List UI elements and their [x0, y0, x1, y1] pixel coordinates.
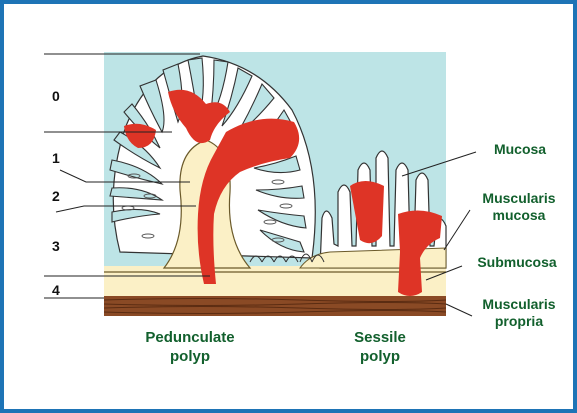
submucosa-text: Submucosa [477, 254, 556, 270]
muscularis-mucosa-line-2: mucosa [472, 207, 566, 224]
mucosa-text: Mucosa [494, 141, 546, 157]
mucosa-label: Mucosa [480, 141, 560, 158]
submucosa-label: Submucosa [462, 254, 572, 271]
sessile-caption-line-1: Sessile [340, 328, 420, 347]
level-2-label: 2 [52, 188, 60, 204]
level-0-label: 0 [52, 88, 60, 104]
muscularis-propria-line-1: Muscularis [472, 296, 566, 313]
muscularis-mucosa-line-1: Muscularis [472, 190, 566, 207]
sessile-caption: Sessile polyp [340, 328, 420, 366]
muscularis-propria-line-2: propria [472, 313, 566, 330]
muscularis-propria-label: Muscularis propria [472, 296, 566, 330]
muscularis-mucosa-label: Muscularis mucosa [472, 190, 566, 224]
pedunculate-caption-line-2: polyp [130, 347, 250, 366]
level-4-label: 4 [52, 282, 60, 298]
submucosa-layer [104, 266, 446, 296]
sessile-caption-line-2: polyp [340, 347, 420, 366]
level-1-label: 1 [52, 150, 60, 166]
pedunculate-caption-line-1: Pedunculate [130, 328, 250, 347]
pedunculate-caption: Pedunculate polyp [130, 328, 250, 366]
level-3-label: 3 [52, 238, 60, 254]
